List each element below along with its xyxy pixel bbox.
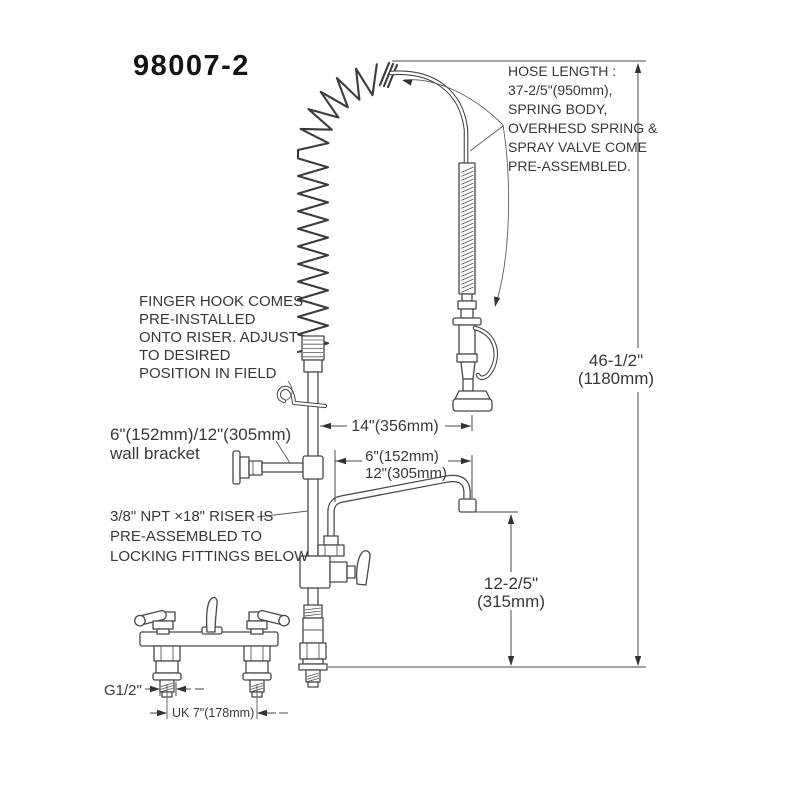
- bracket-clamp: [302, 455, 324, 480]
- note-line: TO DESIRED: [139, 347, 231, 364]
- spray-head-cone: [454, 390, 491, 400]
- dimension-labels: 14"(356mm) 6"(152mm) 12"(305mm) 46-1/2" …: [104, 351, 654, 720]
- wall-bracket: [232, 450, 324, 485]
- note-line: wall bracket: [109, 444, 200, 463]
- finger-hook-note: FINGER HOOK COMES PRE-INSTALLED ONTO RIS…: [139, 293, 303, 382]
- dim-inlet-spacing: UK 7"(178mm): [172, 706, 254, 720]
- dim-inlet-thread: G1/2": [104, 682, 142, 699]
- note-line: LOCKING FITTINGS BELOW: [110, 548, 309, 565]
- spring-end-fitting: [378, 61, 399, 89]
- spray-head-face: [452, 398, 493, 412]
- note-line: 37-2/5"(950mm),: [508, 82, 613, 98]
- grip-hatch: [461, 166, 474, 293]
- note-line: PRE-ASSEMBLED TO: [110, 528, 262, 545]
- dim-overall-height-mm: (1180mm): [578, 369, 654, 388]
- hose-tube: [388, 70, 469, 166]
- dim-overall-height-in: 46-1/2": [589, 351, 643, 370]
- hose-length-note: HOSE LENGTH : 37-2/5"(950mm), SPRING BOD…: [508, 63, 658, 174]
- spout-nozzle: [458, 498, 477, 513]
- spray-valve: [452, 162, 498, 412]
- deck-faucet: [134, 597, 290, 719]
- arrowheads: [150, 63, 642, 717]
- note-line: FINGER HOOK COMES: [139, 293, 303, 310]
- addon-handle: [355, 550, 371, 586]
- wall-bracket-note: 6"(152mm)/12"(305mm) wall bracket: [109, 425, 291, 463]
- left-valve: [134, 610, 182, 698]
- model-number: 98007-2: [133, 50, 250, 82]
- note-line: ONTO RISER. ADJUST: [139, 329, 298, 346]
- extension-lines: [328, 60, 646, 668]
- note-line: HOSE LENGTH :: [508, 63, 616, 79]
- note-line: PRE-INSTALLED: [139, 311, 256, 328]
- note-line: PRE-ASSEMBLED.: [508, 158, 631, 174]
- leader-lines: [256, 79, 509, 518]
- spring-hose-coil: [296, 63, 378, 354]
- spout-nut: [317, 544, 345, 557]
- dim-spout-6: 6"(152mm): [365, 448, 439, 465]
- note-line: 6"(152mm)/12"(305mm): [110, 425, 291, 444]
- dim-spout-height-in: 12-2/5": [484, 574, 538, 593]
- dim-hose-span: 14"(356mm): [351, 418, 438, 435]
- right-handle: [257, 610, 290, 627]
- locking-fitting: [298, 604, 328, 688]
- bracket-arm: [261, 462, 304, 473]
- shank-centerlines: [166, 684, 258, 719]
- note-line: SPRAY VALVE COME: [508, 139, 647, 155]
- note-line: 3/8" NPT ×18" RISER IS: [110, 508, 273, 525]
- dim-spout-height-mm: (315mm): [477, 592, 545, 611]
- center-post: [205, 597, 218, 633]
- dim-spout-12: 12"(305mm): [365, 465, 447, 482]
- note-line: POSITION IN FIELD: [139, 365, 277, 382]
- riser-note: 3/8" NPT ×18" RISER IS PRE-ASSEMBLED TO …: [110, 508, 309, 565]
- note-line: OVERHESD SPRING &: [508, 120, 658, 136]
- note-line: SPRING BODY,: [508, 101, 607, 117]
- addon-faucet: [299, 474, 477, 589]
- right-valve: [242, 610, 290, 698]
- wall-plate: [232, 450, 241, 485]
